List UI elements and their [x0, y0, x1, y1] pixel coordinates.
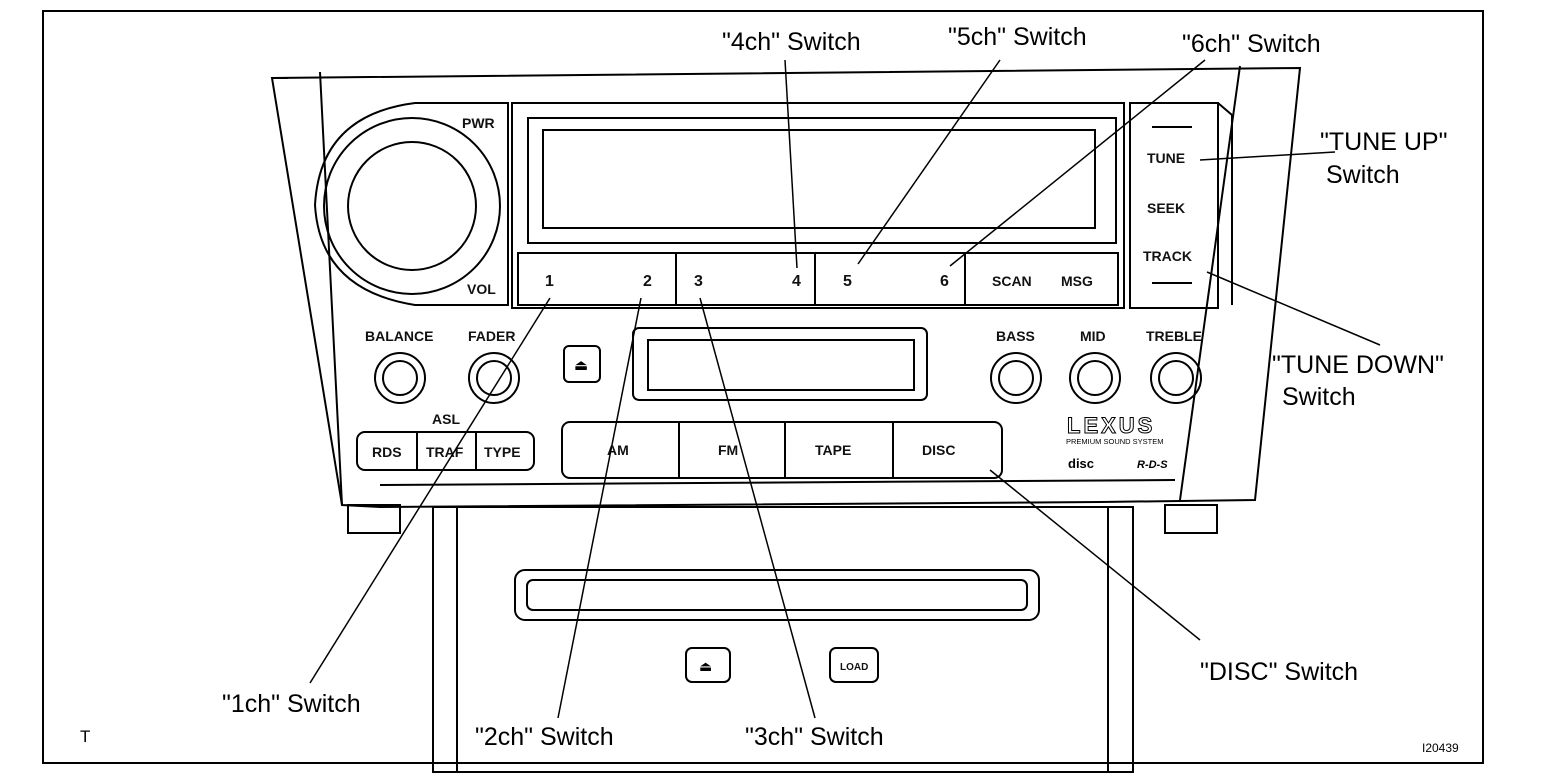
load-button[interactable] [829, 647, 879, 683]
tune-button[interactable]: TUNE [1147, 150, 1185, 166]
track-button[interactable]: TRACK [1143, 248, 1192, 264]
fader-knob[interactable] [468, 352, 520, 404]
load-label: LOAD [840, 662, 868, 673]
preset-strip [517, 252, 1119, 306]
seek-label: SEEK [1147, 200, 1185, 216]
eject-icon: ⏏ [699, 658, 712, 674]
cd-eject-button[interactable] [685, 647, 731, 683]
volume-knob-outer [323, 117, 501, 295]
corner-mark: T [80, 727, 90, 746]
tune-column-side [1217, 102, 1233, 116]
mid-knob[interactable] [1069, 352, 1121, 404]
callout-3ch: "3ch" Switch [745, 723, 884, 751]
preset-3-button[interactable]: 3 [694, 273, 703, 290]
disc-logo: disc [1068, 456, 1094, 471]
bass-knob[interactable] [990, 352, 1042, 404]
source-button-bar [561, 421, 1003, 479]
leader-3ch [699, 297, 816, 719]
pwr-label: PWR [462, 115, 495, 131]
preset-2-button[interactable]: 2 [643, 273, 652, 290]
asl-label: ASL [432, 411, 460, 427]
figure-id: I20439 [1422, 741, 1459, 755]
rds-button[interactable]: RDS [372, 444, 402, 460]
leader-disc [989, 469, 1201, 641]
tape-button[interactable]: TAPE [815, 442, 851, 458]
rds-logo: R-D-S [1137, 459, 1168, 471]
fm-button[interactable]: FM [718, 442, 738, 458]
disc-button[interactable]: DISC [922, 442, 955, 458]
vol-label: VOL [467, 281, 496, 297]
leader-tune-down [1206, 271, 1381, 346]
callout-tune-down: "TUNE DOWN" [1272, 351, 1444, 379]
balance-knob[interactable] [374, 352, 426, 404]
right-foot [1164, 504, 1218, 534]
msg-button[interactable]: MSG [1061, 273, 1093, 289]
callout-disc: "DISC" Switch [1200, 658, 1358, 686]
leader-tune-up [1199, 151, 1336, 161]
treble-knob-center [1158, 360, 1194, 396]
preset-6-button[interactable]: 6 [940, 273, 949, 290]
cassette-bezel [632, 327, 928, 401]
eject-icon: ⏏ [574, 357, 588, 374]
leader-5ch [857, 59, 1001, 265]
fader-knob-center [476, 360, 512, 396]
balance-knob-center [382, 360, 418, 396]
callout-tune-up: "TUNE UP" [1320, 128, 1447, 156]
cd-unit [432, 506, 1134, 773]
callout-2ch: "2ch" Switch [475, 723, 614, 751]
mid-knob-center [1077, 360, 1113, 396]
rds-group [356, 431, 535, 471]
radio-housing-inner [272, 65, 1241, 506]
cd-slot [526, 579, 1028, 611]
preset-4-button[interactable]: 4 [792, 273, 801, 290]
balance-label: BALANCE [365, 328, 433, 344]
preset-5-button[interactable]: 5 [843, 273, 852, 290]
left-foot [347, 504, 401, 534]
mid-label: MID [1080, 328, 1106, 344]
brand-subtitle: PREMIUM SOUND SYSTEM [1066, 437, 1164, 446]
tune-column [1129, 102, 1219, 309]
housing-lower-edge [379, 479, 1176, 486]
leader-2ch [557, 297, 642, 719]
treble-label: TREBLE [1146, 328, 1202, 344]
callout-6ch: "6ch" Switch [1182, 30, 1321, 58]
leader-4ch [784, 59, 798, 269]
cassette-slot [647, 339, 915, 391]
callout-tune-up-switch: Switch [1326, 161, 1400, 189]
leader-6ch [949, 59, 1206, 267]
lexus-logo: LEXUS [1067, 413, 1155, 438]
tape-eject-button[interactable] [563, 345, 601, 383]
preset-1-button[interactable]: 1 [545, 273, 554, 290]
display-bezel [511, 102, 1125, 309]
volume-knob[interactable] [347, 141, 477, 271]
figure-frame [42, 10, 1484, 764]
scan-button[interactable]: SCAN [992, 273, 1032, 289]
callout-1ch: "1ch" Switch [222, 690, 361, 718]
callout-4ch: "4ch" Switch [722, 28, 861, 56]
fader-label: FADER [468, 328, 515, 344]
knob-bezel [313, 102, 509, 306]
traf-button[interactable]: TRAF [426, 444, 464, 460]
bass-label: BASS [996, 328, 1035, 344]
callout-tune-down-switch: Switch [1282, 383, 1356, 411]
type-button[interactable]: TYPE [484, 444, 521, 460]
bass-knob-center [998, 360, 1034, 396]
cd-slot-bezel [514, 569, 1040, 621]
display-outer [527, 117, 1117, 244]
leader-1ch [309, 297, 551, 684]
display-screen [542, 129, 1096, 229]
treble-knob[interactable] [1150, 352, 1202, 404]
callout-5ch: "5ch" Switch [948, 23, 1087, 51]
